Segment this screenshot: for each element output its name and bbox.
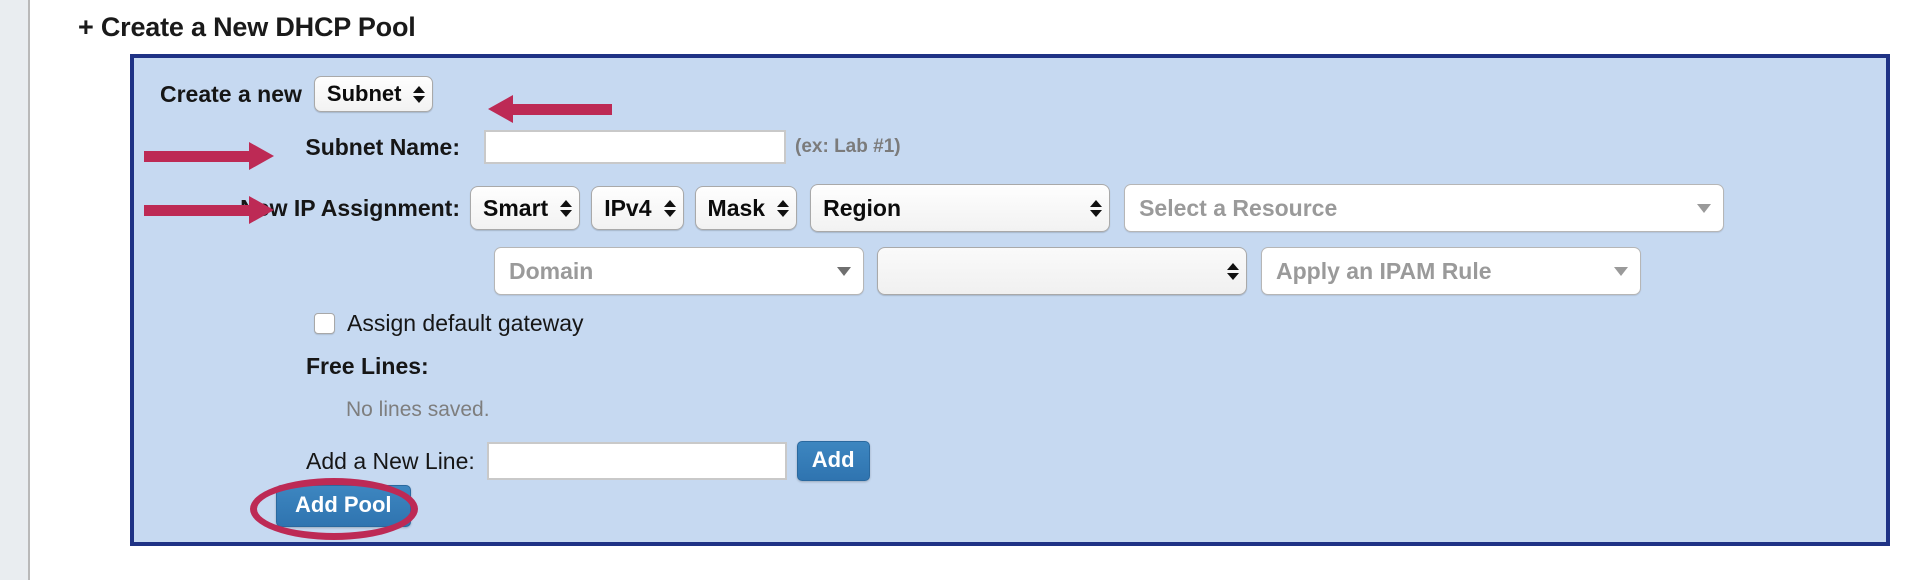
up-down-arrows-icon: [1223, 262, 1239, 280]
assign-default-gateway-checkbox[interactable]: [314, 313, 335, 334]
page-content: + Create a New DHCP Pool Create a new Su…: [32, 0, 1920, 580]
ipam-scope-select[interactable]: [877, 247, 1247, 295]
resource-select-value: Select a Resource: [1139, 194, 1338, 221]
create-new-label: Create a new: [160, 80, 302, 107]
free-lines-row: Free Lines:: [306, 353, 429, 380]
free-lines-empty-text: No lines saved.: [346, 398, 490, 421]
domain-select[interactable]: Domain: [494, 247, 864, 295]
subnet-name-label: Subnet Name:: [305, 133, 460, 160]
create-type-select-value: Subnet: [326, 81, 402, 106]
resource-select[interactable]: Select a Resource: [1124, 184, 1725, 232]
domain-select-value: Domain: [509, 257, 594, 284]
subnet-name-input[interactable]: [484, 130, 786, 164]
ip-assignment-label: New IP Assignment:: [240, 194, 460, 221]
chevron-down-icon: [1614, 266, 1628, 276]
page-title: + Create a New DHCP Pool: [78, 12, 416, 42]
up-down-arrows-icon: [409, 85, 426, 103]
free-lines-label: Free Lines:: [306, 353, 429, 379]
assign-default-gateway-row[interactable]: Assign default gateway: [314, 310, 584, 337]
add-pool-button[interactable]: Add Pool: [276, 485, 411, 527]
ip-assignment-secondary-row: Domain Apply an IPAM Rule: [494, 247, 1641, 295]
create-new-row: Create a new Subnet: [160, 76, 434, 112]
free-lines-empty-row: No lines saved.: [346, 398, 490, 422]
ip-scope-value: Region: [823, 194, 902, 221]
up-down-arrows-icon: [556, 199, 573, 217]
ipam-rule-value: Apply an IPAM Rule: [1276, 257, 1492, 284]
assign-default-gateway-label: Assign default gateway: [347, 310, 584, 336]
create-dhcp-pool-panel: Create a new Subnet Subnet Name: (ex: La…: [130, 54, 1890, 546]
ip-assignment-mode-select[interactable]: Smart: [470, 186, 581, 230]
chevron-down-icon: [1697, 203, 1712, 213]
ip-version-select[interactable]: IPv4: [591, 186, 684, 230]
add-line-button[interactable]: Add: [796, 441, 870, 481]
ip-mask-select[interactable]: Mask: [694, 186, 798, 230]
add-new-line-label: Add a New Line:: [306, 447, 475, 474]
page-gutter: [0, 0, 30, 580]
subnet-name-hint: (ex: Lab #1): [795, 136, 901, 157]
ip-mask-value: Mask: [707, 194, 766, 221]
up-down-arrows-icon: [660, 199, 676, 217]
up-down-arrows-icon: [773, 199, 790, 217]
chevron-down-icon: [837, 266, 851, 276]
add-pool-row: Add Pool: [276, 485, 411, 527]
ip-scope-select[interactable]: Region: [810, 184, 1111, 232]
ipam-rule-select[interactable]: Apply an IPAM Rule: [1261, 247, 1641, 295]
add-new-line-input[interactable]: [486, 442, 787, 480]
up-down-arrows-icon: [1086, 199, 1103, 217]
add-new-line-row: Add a New Line: Add: [306, 441, 870, 481]
ip-assignment-mode-value: Smart: [483, 194, 549, 221]
ip-assignment-row: New IP Assignment: Smart IPv4 Mask Regio…: [160, 184, 1870, 232]
ip-version-value: IPv4: [604, 194, 652, 221]
subnet-name-row: Subnet Name: (ex: Lab #1): [160, 130, 1860, 164]
create-type-select[interactable]: Subnet: [313, 76, 434, 112]
